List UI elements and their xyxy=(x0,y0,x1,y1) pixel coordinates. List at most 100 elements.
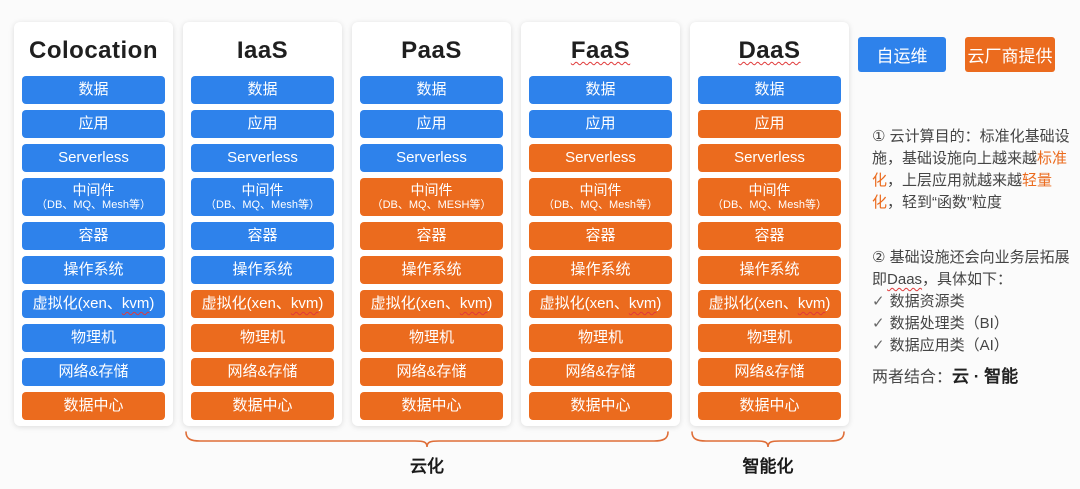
layer-serverless: Serverless xyxy=(529,144,672,172)
layer-os: 操作系统 xyxy=(191,256,334,284)
layer-virtualization: 虚拟化(xen、kvm) xyxy=(698,290,841,318)
layer-os: 操作系统 xyxy=(698,256,841,284)
layer-container: 容器 xyxy=(698,222,841,250)
note-daas-expansion: ② 基础设施还会向业务层拓展即Daas，具体如下： ✓数据资源类 ✓数据处理类（… xyxy=(872,247,1074,357)
check-item: ✓数据资源类 xyxy=(872,291,1074,313)
layer-container: 容器 xyxy=(529,222,672,250)
check-item-label: 数据处理类（BI） xyxy=(889,315,1009,332)
brace-label-cloudification: 云化 xyxy=(410,457,444,476)
service-column-iaas: IaaS 数据应用 Serverless 中间件（DB、MQ、Mesh等） 容器操作系… xyxy=(183,22,342,426)
layer-data-center: 数据中心 xyxy=(529,392,672,420)
layer-data-center: 数据中心 xyxy=(22,392,165,420)
combo-bold: 云 · 智能 xyxy=(952,367,1019,386)
layer-label: 中间件 xyxy=(748,182,791,198)
layer-physical-machine: 物理机 xyxy=(529,324,672,352)
layer-network-storage: 网络&存储 xyxy=(529,358,672,386)
layer-sublabel: （DB、MQ、Mesh等） xyxy=(205,199,320,211)
column-title: Colocation xyxy=(29,37,158,64)
check-item: ✓数据处理类（BI） xyxy=(872,313,1074,335)
layer-label: 中间件 xyxy=(410,182,453,198)
note2-lead: ② 基础设施还会向业务层拓展即 xyxy=(872,249,1070,288)
layer-network-storage: 网络&存储 xyxy=(22,358,165,386)
layer-stack: 数据应用 Serverless 中间件（DB、MQ、Mesh等） 容器操作系统虚拟化(… xyxy=(22,76,165,420)
layer-stack: 数据应用 Serverless 中间件（DB、MQ、Mesh等） 容器操作系统虚拟化(… xyxy=(191,76,334,420)
layer-label: 虚拟化(xen、kvm) xyxy=(32,294,155,312)
layer-sublabel: （DB、MQ、Mesh等） xyxy=(543,199,658,211)
layer-label: 虚拟化(xen、kvm) xyxy=(370,294,493,312)
note2-lead: ，具体如下： xyxy=(922,271,1013,288)
layer-virtualization: 虚拟化(xen、kvm) xyxy=(191,290,334,318)
layer-sublabel: （DB、MQ、Mesh等） xyxy=(36,199,151,211)
layer-application: 应用 xyxy=(360,110,503,138)
layer-virtualization: 虚拟化(xen、kvm) xyxy=(22,290,165,318)
note1-text: ，上层应用就越来越 xyxy=(887,172,1023,189)
layer-stack: 数据应用 Serverless 中间件（DB、MQ、Mesh等） 容器操作系统虚拟化(… xyxy=(529,76,672,420)
layer-os: 操作系统 xyxy=(22,256,165,284)
layer-serverless: Serverless xyxy=(22,144,165,172)
note-cloud-purpose: ① 云计算目的：标准化基础设施，基础设施向上越来越标准化，上层应用就越来越轻量化… xyxy=(872,126,1074,214)
layer-application: 应用 xyxy=(529,110,672,138)
check-icon: ✓ xyxy=(872,337,885,354)
note1-highlight-lightweight: 轻量化 xyxy=(872,172,1053,211)
legend-vendor-provided: 云厂商提供 xyxy=(965,37,1055,72)
layer-os: 操作系统 xyxy=(529,256,672,284)
layer-virtualization: 虚拟化(xen、kvm) xyxy=(529,290,672,318)
layer-middleware: 中间件（DB、MQ、Mesh等） xyxy=(698,178,841,216)
layer-data: 数据 xyxy=(191,76,334,104)
note2-daas-word: Daas xyxy=(887,271,923,288)
layer-physical-machine: 物理机 xyxy=(191,324,334,352)
layer-middleware: 中间件（DB、MQ、Mesh等） xyxy=(529,178,672,216)
layer-container: 容器 xyxy=(360,222,503,250)
service-column-colocation: Colocation 数据应用 Serverless 中间件（DB、MQ、Mesh等… xyxy=(14,22,173,426)
layer-data: 数据 xyxy=(360,76,503,104)
layer-application: 应用 xyxy=(191,110,334,138)
column-title: PaaS xyxy=(401,37,462,64)
column-title: FaaS xyxy=(570,37,631,64)
layer-sublabel: （DB、MQ、MESH等） xyxy=(371,199,492,211)
layer-network-storage: 网络&存储 xyxy=(360,358,503,386)
layer-label: 中间件 xyxy=(579,182,622,198)
layer-container: 容器 xyxy=(22,222,165,250)
layer-label: 虚拟化(xen、kvm) xyxy=(708,294,831,312)
check-item: ✓数据应用类（AI） xyxy=(872,335,1074,357)
layer-physical-machine: 物理机 xyxy=(360,324,503,352)
intelligentization-brace xyxy=(691,431,845,448)
layer-label: 中间件 xyxy=(241,182,284,198)
layer-data-center: 数据中心 xyxy=(191,392,334,420)
layer-virtualization: 虚拟化(xen、kvm) xyxy=(360,290,503,318)
column-title: IaaS xyxy=(236,37,289,64)
layer-physical-machine: 物理机 xyxy=(22,324,165,352)
combo-prefix: 两者结合： xyxy=(872,369,953,386)
layer-label: 虚拟化(xen、kvm) xyxy=(539,294,662,312)
layer-container: 容器 xyxy=(191,222,334,250)
service-column-faas: FaaS 数据应用 Serverless 中间件（DB、MQ、Mesh等） 容器操作系… xyxy=(521,22,680,426)
layer-application: 应用 xyxy=(698,110,841,138)
note1-text: ① 云计算目的：标准化基础设施，基础设施向上越来越 xyxy=(872,128,1070,167)
column-title: DaaS xyxy=(738,37,801,64)
check-icon: ✓ xyxy=(872,315,885,332)
combination-statement: 两者结合：云 · 智能 xyxy=(872,362,1018,387)
legend-self-operated: 自运维 xyxy=(858,37,946,72)
layer-os: 操作系统 xyxy=(360,256,503,284)
layer-serverless: Serverless xyxy=(191,144,334,172)
layer-label: 中间件 xyxy=(72,182,115,198)
layer-sublabel: （DB、MQ、Mesh等） xyxy=(712,199,827,211)
check-item-label: 数据应用类（AI） xyxy=(889,337,1009,354)
note1-text: ，轻到“函数”粒度 xyxy=(887,194,1003,211)
layer-network-storage: 网络&存储 xyxy=(191,358,334,386)
layer-network-storage: 网络&存储 xyxy=(698,358,841,386)
layer-middleware: 中间件（DB、MQ、MESH等） xyxy=(360,178,503,216)
layer-data: 数据 xyxy=(22,76,165,104)
layer-middleware: 中间件（DB、MQ、Mesh等） xyxy=(191,178,334,216)
layer-data: 数据 xyxy=(529,76,672,104)
note1-highlight-standardization: 标准化 xyxy=(872,150,1068,189)
layer-data-center: 数据中心 xyxy=(360,392,503,420)
layer-label: 虚拟化(xen、kvm) xyxy=(201,294,324,312)
layer-application: 应用 xyxy=(22,110,165,138)
cloudification-brace xyxy=(185,431,669,448)
